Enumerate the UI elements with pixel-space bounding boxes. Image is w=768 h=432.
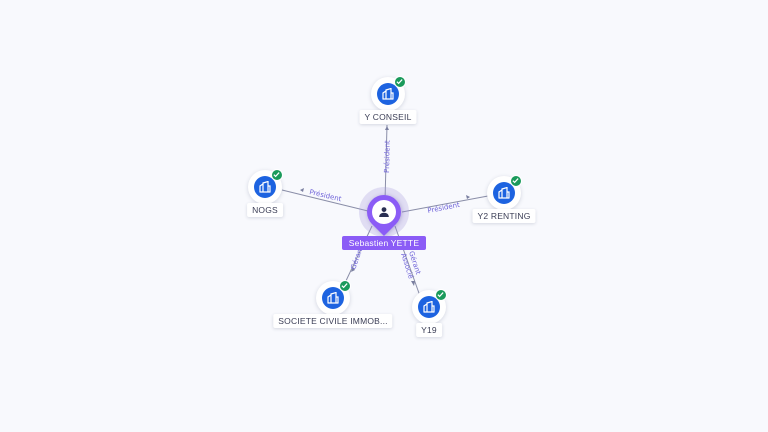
arrow-societe-civile [351,267,355,272]
company-label-societe-civile[interactable]: SOCIETE CIVILE IMMOB... [273,314,393,328]
building-icon [423,301,435,313]
company-circle [493,182,515,204]
edge-societe-civile [343,225,373,286]
building-icon [327,292,339,304]
edge-label-y-conseil: Président [383,140,392,173]
company-label-nogs[interactable]: NOGS [247,203,283,217]
verified-badge [394,76,406,88]
check-icon [273,172,280,178]
arrow-y19 [411,281,415,286]
company-label-y19[interactable]: Y19 [416,323,442,337]
check-icon [396,79,403,85]
arrow-y-conseil [385,126,389,130]
check-icon [437,292,444,298]
verified-badge [339,280,351,292]
person-node-inner [372,200,396,224]
company-node-y2-renting[interactable] [487,175,522,210]
building-icon [382,88,394,100]
arrow-nogs [300,188,304,192]
company-node-societe-civile[interactable] [316,280,351,315]
company-circle [418,296,440,318]
edge-y2-renting [401,195,489,213]
verified-badge [510,175,522,187]
arrow-y2-renting [466,195,470,199]
company-label-y2-renting[interactable]: Y2 RENTING [472,209,536,223]
person-name-label[interactable]: Sebastien YETTE [342,236,426,250]
check-icon [512,178,519,184]
user-icon [379,207,389,217]
company-circle [377,83,399,105]
edge-label-y2-renting: Président [427,201,461,215]
company-circle [322,287,344,309]
edge-y-conseil [384,124,388,202]
verified-badge [271,169,283,181]
company-label-y-conseil[interactable]: Y CONSEIL [359,110,417,124]
edge-nogs [281,189,369,212]
company-node-y19[interactable] [412,289,447,324]
verified-badge [435,289,447,301]
building-icon [259,181,271,193]
company-node-y-conseil[interactable] [371,76,406,111]
check-icon [341,283,348,289]
building-icon [498,187,510,199]
company-node-nogs[interactable] [248,169,283,204]
company-circle [254,176,276,198]
